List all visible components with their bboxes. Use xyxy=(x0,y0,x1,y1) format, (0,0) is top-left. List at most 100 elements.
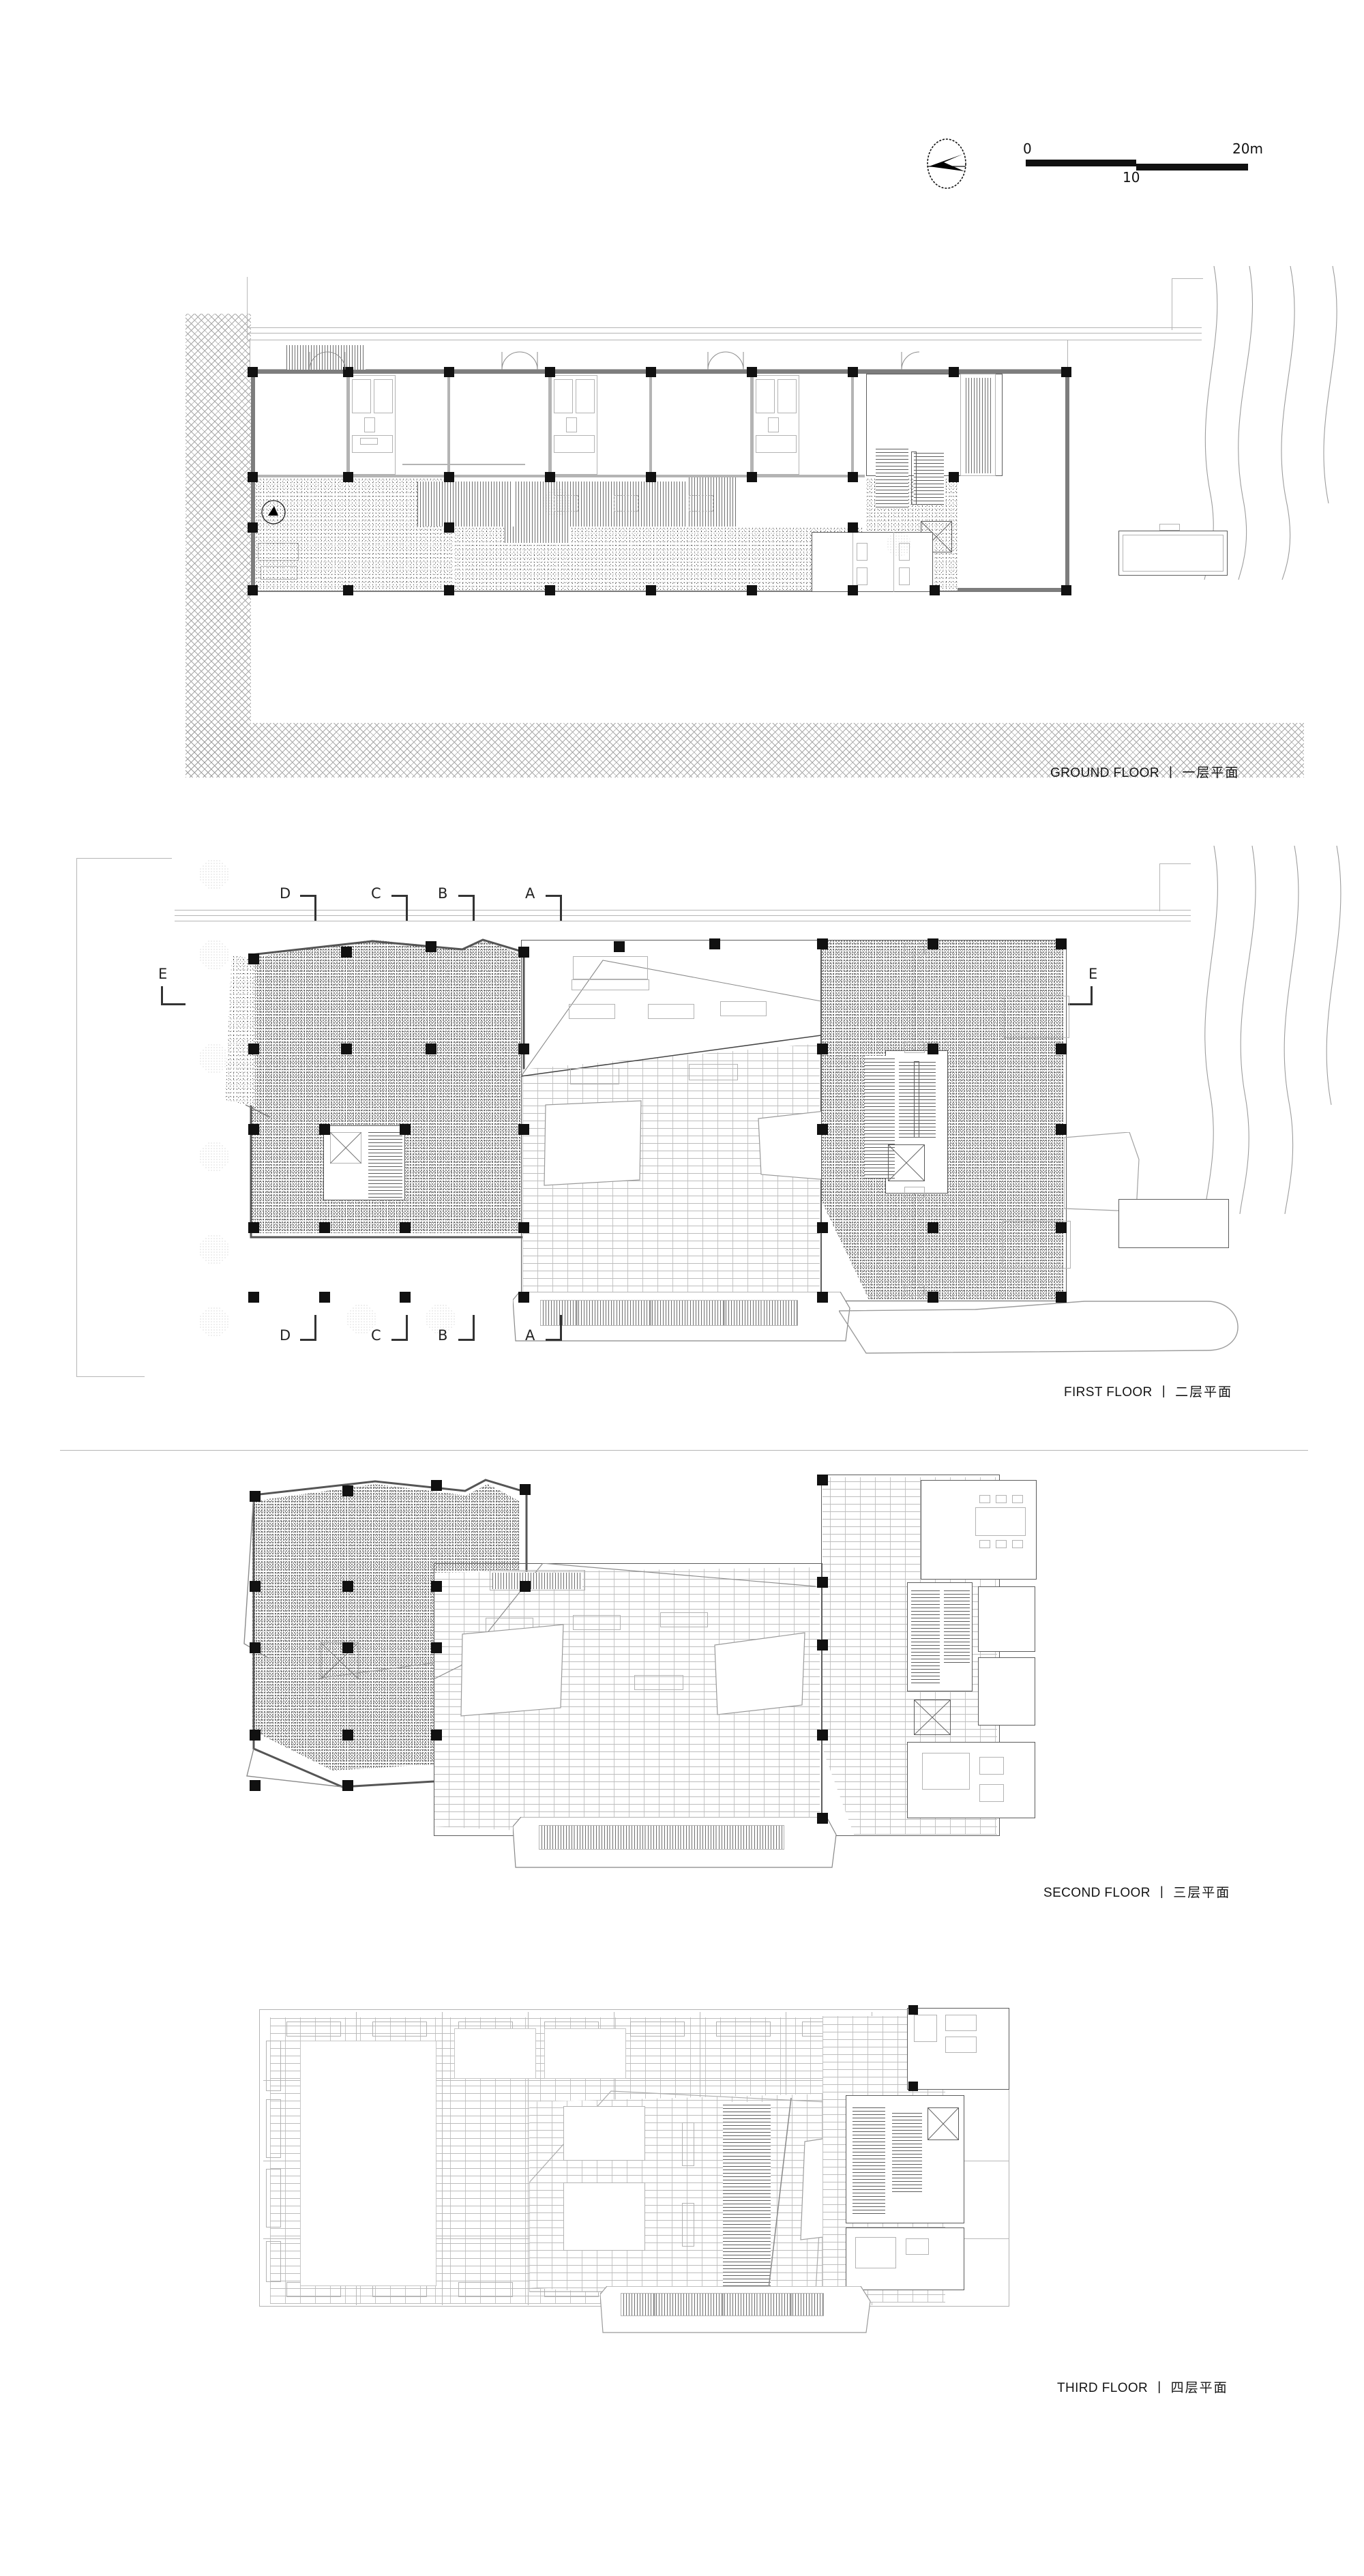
column xyxy=(908,2082,918,2091)
column xyxy=(444,522,454,533)
section-tick-c-top xyxy=(391,895,412,921)
canopy-bay xyxy=(752,1825,784,1850)
service-core-3 xyxy=(753,375,799,475)
site-edge-left-bottom xyxy=(76,1376,145,1377)
deck-east xyxy=(689,477,738,527)
site-paving-left xyxy=(186,314,251,778)
column xyxy=(817,1124,828,1135)
furniture-desk xyxy=(979,1757,1004,1775)
column xyxy=(319,1292,330,1303)
fixture-4 xyxy=(554,435,595,453)
street-line-1 xyxy=(175,910,1191,911)
ground-floor-label-cn: 一层平面 xyxy=(1182,765,1240,780)
east-balcony-outline xyxy=(1064,1132,1140,1212)
roof-panel xyxy=(634,1675,683,1690)
section-marker-b-bottom: B xyxy=(438,1327,448,1344)
section-marker-e-right: E xyxy=(1088,966,1098,982)
stair-run-up xyxy=(876,449,908,507)
chair xyxy=(996,1495,1007,1503)
tree-symbol xyxy=(199,940,229,970)
east-elevator xyxy=(914,1700,951,1735)
east-room-upper xyxy=(846,2227,964,2290)
column xyxy=(928,1043,938,1054)
outbuilding-inner xyxy=(1123,535,1224,572)
column xyxy=(248,585,258,595)
floor-outlet xyxy=(689,495,713,512)
reception-desk xyxy=(258,543,299,561)
roof-panel xyxy=(689,1064,738,1080)
fixture-2 xyxy=(352,435,393,453)
roof-void-1 xyxy=(454,2028,536,2079)
entrance-symbol-icon xyxy=(261,500,286,524)
section-marker-c-bottom: C xyxy=(371,1327,381,1344)
elevator-cross-icon xyxy=(888,1144,925,1181)
plant-unit-3 xyxy=(945,2037,977,2053)
site-paving-bottom xyxy=(186,723,1304,778)
column xyxy=(949,472,959,482)
column xyxy=(248,1124,259,1135)
west-wing-roof-gravel xyxy=(251,940,521,1233)
roof-grid-v xyxy=(528,2012,529,2305)
canopy-bay xyxy=(716,1825,752,1850)
tree-symbol xyxy=(199,859,229,889)
column xyxy=(1056,1124,1067,1135)
section-marker-c-top: C xyxy=(371,885,381,902)
column xyxy=(848,585,858,595)
column xyxy=(747,472,757,482)
section-marker-b-top: B xyxy=(438,885,448,902)
north-arrow xyxy=(922,134,971,194)
wc-fixture-4 xyxy=(899,567,910,585)
column xyxy=(248,1222,259,1233)
furniture-desk xyxy=(906,2238,929,2255)
core-opening xyxy=(904,1187,925,1198)
stair-handrail xyxy=(911,451,917,505)
column xyxy=(646,472,656,482)
column xyxy=(1056,1043,1067,1054)
column xyxy=(444,585,454,595)
street-edge-line-1 xyxy=(247,327,1202,328)
column xyxy=(848,472,858,482)
canopy-bay xyxy=(724,1300,761,1326)
east-plant-room xyxy=(907,2008,1009,2090)
column xyxy=(248,953,259,964)
column xyxy=(709,938,720,949)
core-axis-dashed xyxy=(914,948,915,1050)
column xyxy=(343,367,353,377)
central-skylight-void-2 xyxy=(714,1632,805,1715)
lightwell-stair xyxy=(368,1129,402,1198)
column xyxy=(248,472,258,482)
roof-grid-v xyxy=(442,2012,443,2305)
column xyxy=(817,1640,828,1650)
site-edge-right xyxy=(1159,863,1160,911)
caption-separator: 丨 xyxy=(1157,1385,1171,1400)
wc-fixture-2 xyxy=(857,567,868,585)
east-office xyxy=(921,1480,1037,1580)
column xyxy=(848,522,858,533)
column xyxy=(250,1780,261,1791)
third-floor-label-en: THIRD FLOOR xyxy=(1057,2381,1148,2395)
column xyxy=(1061,367,1071,377)
tree-symbol xyxy=(426,1304,456,1334)
column xyxy=(817,1292,828,1303)
column xyxy=(545,585,555,595)
south-canopy-decking xyxy=(539,1825,784,1850)
site-edge-left xyxy=(76,858,77,1376)
elevator-cross-icon xyxy=(914,1700,951,1735)
deck-center xyxy=(516,482,686,527)
plant-unit xyxy=(914,2015,937,2042)
canopy-bay xyxy=(723,2293,757,2316)
service-core-1 xyxy=(349,375,396,475)
partition-4 xyxy=(649,374,652,476)
column xyxy=(431,1730,442,1741)
first-floor-plan: D C B A E E xyxy=(0,839,1364,1419)
column xyxy=(545,472,555,482)
site-edge-right-top xyxy=(1159,863,1191,864)
column xyxy=(250,1581,261,1592)
section-tick-c-bottom xyxy=(391,1315,412,1341)
skylight xyxy=(458,2282,513,2297)
scale-segment-right xyxy=(1136,164,1248,171)
furniture-desk-2 xyxy=(979,1784,1004,1802)
